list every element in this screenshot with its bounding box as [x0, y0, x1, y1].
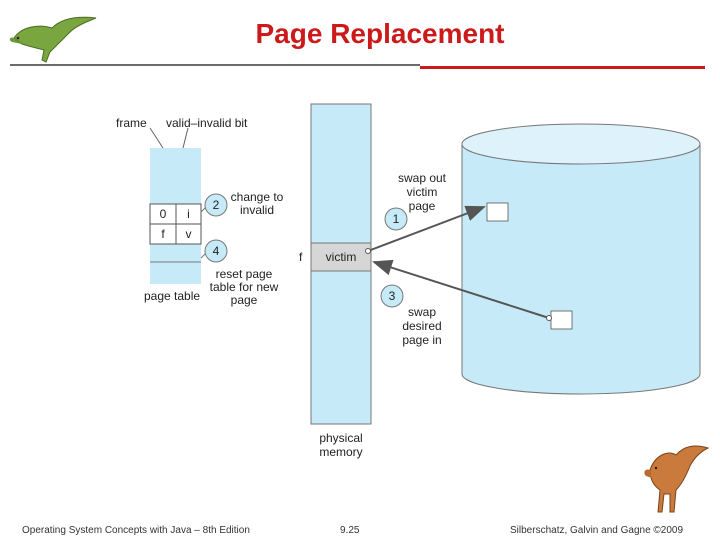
footer-book-title: Operating System Concepts with Java – 8t…	[22, 525, 250, 536]
dinosaur-mascot-icon	[644, 445, 710, 513]
step-badge-3	[380, 284, 404, 308]
valid-invalid-bit-label: valid–invalid bit	[166, 116, 248, 130]
victim-frame	[310, 242, 372, 272]
backing-store-disk	[461, 123, 701, 395]
swap-in-line2: desired	[402, 319, 442, 333]
physical-memory-label-line2: memory	[319, 445, 363, 459]
row1-bit: v	[185, 227, 192, 241]
frame-f-marker: f	[299, 250, 303, 264]
step-badge-2	[200, 193, 228, 217]
slide-title: Page Replacement	[255, 18, 505, 49]
swap-out-arrow	[367, 205, 486, 252]
page-table-label: page table	[144, 289, 201, 303]
desired-page-on-disk	[550, 310, 573, 330]
row0-bit: i	[187, 207, 190, 221]
step-1-number: 1	[392, 212, 400, 226]
bit-pointer-line	[182, 127, 189, 149]
step-3-number: 3	[388, 289, 396, 303]
victim-page-on-disk	[486, 202, 509, 222]
step-2-number: 2	[212, 198, 220, 212]
swap-out-line2: victim	[406, 185, 438, 199]
step-badge-1	[384, 207, 408, 231]
physical-memory-label-line1: physical	[319, 431, 363, 445]
frame-header-label: frame	[116, 116, 147, 130]
step-badge-4	[200, 239, 228, 263]
swap-in-line3: page in	[402, 333, 442, 347]
row0-frame: 0	[159, 207, 167, 221]
footer-copyright: Silberschatz, Galvin and Gagne ©2009	[510, 525, 684, 536]
swap-in-arrow	[372, 259, 550, 319]
physical-memory	[310, 103, 372, 425]
footer-slide-number: 9.25	[340, 525, 360, 536]
title-underline-red	[420, 66, 705, 69]
swap-out-line3: page	[408, 199, 436, 213]
step-4-number: 4	[212, 244, 220, 258]
step-2-text: change to invalid	[230, 190, 284, 217]
dinosaur-logo-icon	[9, 16, 97, 63]
step-4-text: reset page table for new page	[209, 267, 279, 307]
page-table	[149, 148, 202, 284]
title-underline-gray	[10, 64, 420, 66]
swap-in-line1: swap	[407, 305, 436, 319]
victim-label: victim	[325, 250, 357, 264]
swap-out-line1: swap out	[397, 171, 447, 185]
row1-frame: f	[161, 227, 165, 241]
frame-pointer-line	[149, 127, 164, 149]
